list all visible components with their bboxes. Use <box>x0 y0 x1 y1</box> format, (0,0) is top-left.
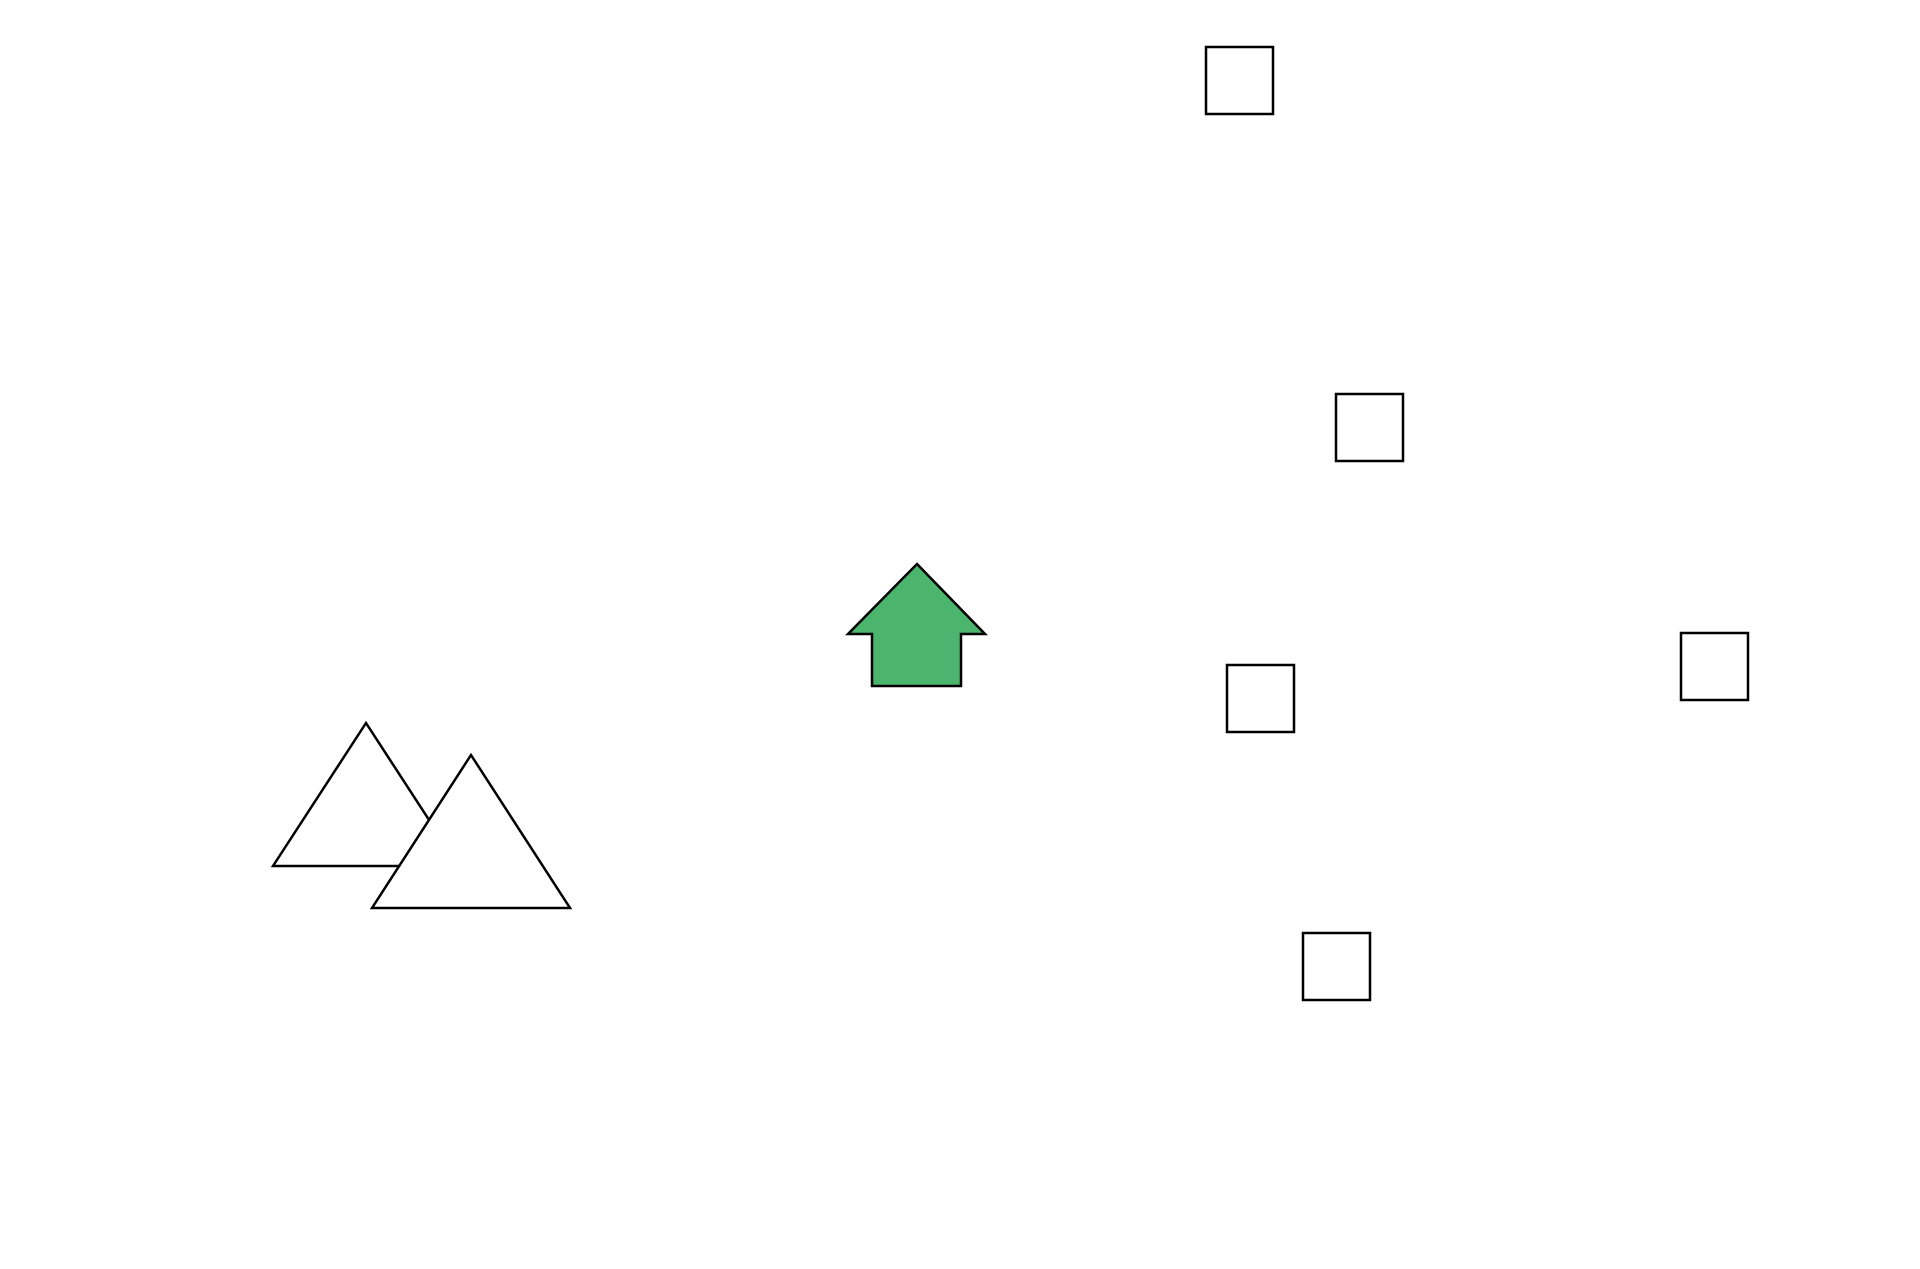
square-4 <box>1679 631 1750 702</box>
triangle-1 <box>270 720 462 868</box>
square-1 <box>1204 45 1275 116</box>
arrow-up-icon[interactable] <box>845 562 988 688</box>
square-5 <box>1301 931 1372 1002</box>
square-2 <box>1334 392 1405 463</box>
triangle-2 <box>369 752 573 910</box>
square-3 <box>1225 663 1296 734</box>
